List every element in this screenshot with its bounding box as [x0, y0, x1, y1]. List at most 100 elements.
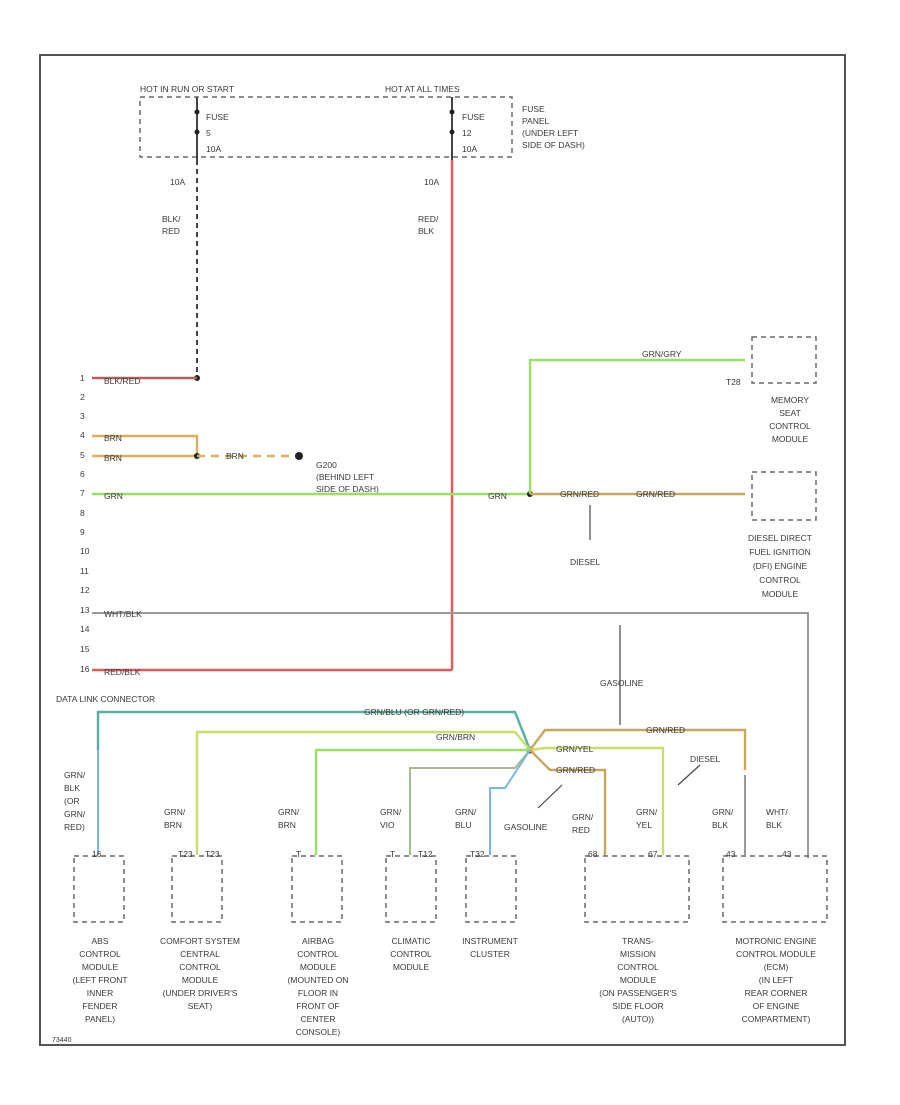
trans-right-wire-1: GRN/ [636, 807, 658, 817]
comfort-label-1: COMFORT SYSTEM [160, 936, 240, 946]
trans-label-3: CONTROL [617, 962, 659, 972]
connector-pin-5: 5 [80, 450, 85, 460]
airbag-module-box [291, 855, 343, 923]
gasoline-text: GASOLINE [600, 678, 644, 688]
motronic-label-1: MOTRONIC ENGINE [735, 936, 817, 946]
fuse-location-line4: SIDE OF DASH) [522, 140, 585, 150]
climatic-label-3: MODULE [393, 962, 430, 972]
trans-label-5: (ON PASSENGER'S [599, 988, 677, 998]
climatic-wire-1: GRN/ [380, 807, 402, 817]
airbag-label-4: (MOUNTED ON [288, 975, 349, 985]
comfort-wire-2: BRN [164, 820, 182, 830]
fuse-right-line3: 10A [462, 144, 477, 154]
ground-label-2: (BEHIND LEFT [316, 472, 374, 482]
abs-wire-5: RED) [64, 822, 85, 832]
wire-grn-yel-color: GRN/YEL [556, 744, 594, 754]
fuse-right-line2: 12 [462, 128, 472, 138]
ground-g200-symbol [295, 452, 303, 460]
abs-label-4: (LEFT FRONT [72, 975, 127, 985]
abs-pin: 16 [92, 849, 102, 859]
comfort-pin-2: T23 [205, 849, 220, 859]
connector-pin-12: 12 [80, 585, 90, 595]
motronic-module-label: MOTRONIC ENGINE CONTROL MODULE (ECM) (IN… [735, 936, 817, 1024]
abs-label-7: PANEL) [85, 1014, 115, 1024]
motronic-label-5: REAR CORNER [745, 988, 808, 998]
instrument-cluster-label: INSTRUMENT CLUSTER [462, 936, 518, 959]
motronic-label-3: (ECM) [764, 962, 789, 972]
airbag-label-2: CONTROL [297, 949, 339, 959]
trans-label-7: (AUTO)) [622, 1014, 654, 1024]
pin-1-color: BLK/RED [104, 376, 140, 386]
pin-13-color: WHT/BLK [104, 609, 142, 619]
amp-left-label: 10A [170, 177, 185, 187]
diesel-wire-color-1: GRN/RED [560, 489, 599, 499]
instrument-wire-2: BLU [455, 820, 472, 830]
data-link-connector-label: DATA LINK CONNECTOR [56, 694, 155, 704]
diesel-module-label-2: FUEL IGNITION [749, 547, 811, 557]
wire-right-color-1: RED/ [418, 214, 439, 224]
comfort-wire-1: GRN/ [164, 807, 186, 817]
motronic-right-wire-1: WHT/ [766, 807, 788, 817]
motronic-label-4: (IN LEFT [759, 975, 793, 985]
comfort-label-6: SEAT) [188, 1001, 213, 1011]
wire-climatic [409, 749, 531, 855]
memory-seat-wire-color: GRN/GRY [642, 349, 682, 359]
fuse-5-top-terminal [194, 109, 200, 115]
diesel2-text: DIESEL [690, 754, 721, 764]
abs-wire-1: GRN/ [64, 770, 86, 780]
motronic-label-7: COMPARTMENT) [742, 1014, 811, 1024]
wire-grn-red-color: GRN/RED [556, 765, 595, 775]
fuse-location-line1: FUSE [522, 104, 545, 114]
footer-code: 73440 [52, 1037, 72, 1044]
abs-label-2: CONTROL [79, 949, 121, 959]
instrument-pin: T32 [470, 849, 485, 859]
diesel-module-box [751, 471, 817, 521]
memory-seat-label-3: CONTROL [769, 421, 811, 431]
diagram-frame [39, 54, 846, 1046]
wire-motronic [529, 728, 747, 770]
fuse-location-line2: PANEL [522, 116, 550, 126]
memory-seat-label-4: MODULE [772, 434, 809, 444]
hot-all-times-label: HOT AT ALL TIMES [385, 84, 460, 94]
airbag-wire-2: BRN [278, 820, 296, 830]
pin-5-color: BRN [104, 453, 122, 463]
fuse-location-line3: (UNDER LEFT [522, 128, 578, 138]
wire-trans-red [529, 749, 607, 855]
wire-left-color-1: BLK/ [162, 214, 181, 224]
pin-7-color: GRN [104, 491, 123, 501]
ground-label-3: SIDE OF DASH) [316, 484, 379, 494]
connector-pin-11: 11 [80, 566, 89, 576]
diesel-wire-color-2: GRN/RED [636, 489, 675, 499]
fuse-right-line1: FUSE [462, 112, 485, 122]
memory-seat-label-1: MEMORY [771, 395, 809, 405]
diesel-module-label-4: CONTROL [759, 575, 801, 585]
diesel2-pointer [677, 764, 701, 786]
wire-airbag [314, 748, 530, 855]
gasoline2-text: GASOLINE [504, 822, 548, 832]
climatic-module-box [385, 855, 437, 923]
trans-label-6: SIDE FLOOR [612, 1001, 663, 1011]
pin-4-color: BRN [104, 433, 122, 443]
wire-top-color: GRN/BLU (OR GRN/RED) [364, 707, 464, 717]
comfort-label-4: MODULE [182, 975, 219, 985]
trans-pin-left: 68 [588, 849, 598, 859]
airbag-label-1: AIRBAG [302, 936, 334, 946]
pin-16-color: RED/BLK [104, 667, 141, 677]
instrument-wire-1: GRN/ [455, 807, 477, 817]
ground-label-1: G200 [316, 460, 337, 470]
comfort-label-3: CONTROL [179, 962, 221, 972]
connector-pin-13: 13 [80, 605, 90, 615]
airbag-wire-1: GRN/ [278, 807, 300, 817]
abs-module-box [73, 855, 125, 923]
abs-label-6: FENDER [83, 1001, 118, 1011]
wire-abs [96, 710, 532, 751]
fuse-left-line2: 5 [206, 128, 211, 138]
wire-comfort [195, 730, 531, 855]
airbag-module-label: AIRBAG CONTROL MODULE (MOUNTED ON FLOOR … [288, 936, 349, 1037]
connector-pin-4: 4 [80, 430, 85, 440]
memory-seat-pin: T28 [726, 377, 741, 387]
trans-pin-right: 67 [648, 849, 658, 859]
fuse-panel-box [139, 96, 513, 158]
